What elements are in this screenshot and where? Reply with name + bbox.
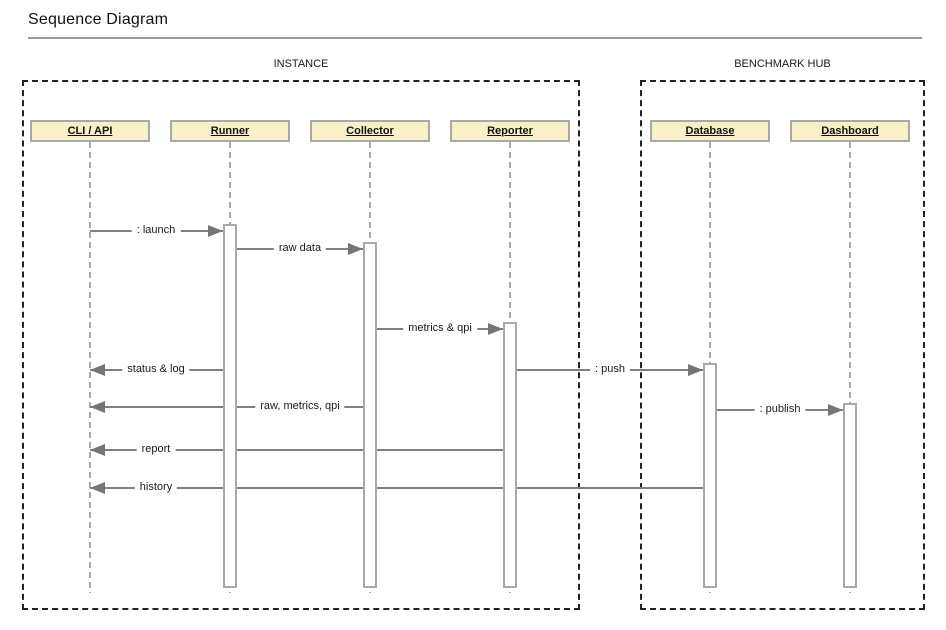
frame-instance [22,80,580,610]
message-arrowhead-history [90,482,105,494]
message-label-metrics-qpi: metrics & qpi [403,321,477,336]
lifeline-box-cli-api: CLI / API [30,120,150,142]
frame-benchmark-hub [640,80,925,610]
message-label-publish: : publish [754,402,806,417]
frame-label-instance: INSTANCE [273,58,329,70]
message-label-raw-data: raw data [273,241,327,256]
page-title: Sequence Diagram [28,11,169,28]
message-arrowhead-push [688,364,703,376]
message-arrowhead-metrics-qpi [488,323,503,335]
lifeline-box-runner: Runner [170,120,290,142]
message-label-launch: : launch [131,223,181,238]
title-rule [28,37,922,39]
message-arrowhead-raw-metrics-qpi [90,401,105,413]
lifeline-box-dashboard: Dashboard [790,120,910,142]
message-arrowhead-publish [828,404,843,416]
message-label-history: history [134,480,178,495]
message-line-report [90,449,503,451]
activation-bar-dashboard [843,403,857,588]
message-arrowhead-report [90,444,105,456]
message-label-raw-metrics-qpi: raw, metrics, qpi [255,399,345,414]
lifeline-line-dashboard [849,142,851,593]
activation-bar-collector [363,242,377,588]
lifeline-box-database: Database [650,120,770,142]
activation-bar-reporter [503,322,517,588]
lifeline-box-reporter: Reporter [450,120,570,142]
message-arrowhead-launch [208,225,223,237]
message-label-push: : push [590,362,630,377]
frame-label-benchmark-hub: BENCHMARK HUB [734,58,831,70]
message-line-history [90,487,703,489]
lifeline-box-collector: Collector [310,120,430,142]
message-arrowhead-raw-data [348,243,363,255]
message-label-report: report [136,442,176,457]
message-label-status-log: status & log [122,362,190,377]
activation-bar-database [703,363,717,588]
activation-bar-runner [223,224,237,588]
message-arrowhead-status-log [90,364,105,376]
